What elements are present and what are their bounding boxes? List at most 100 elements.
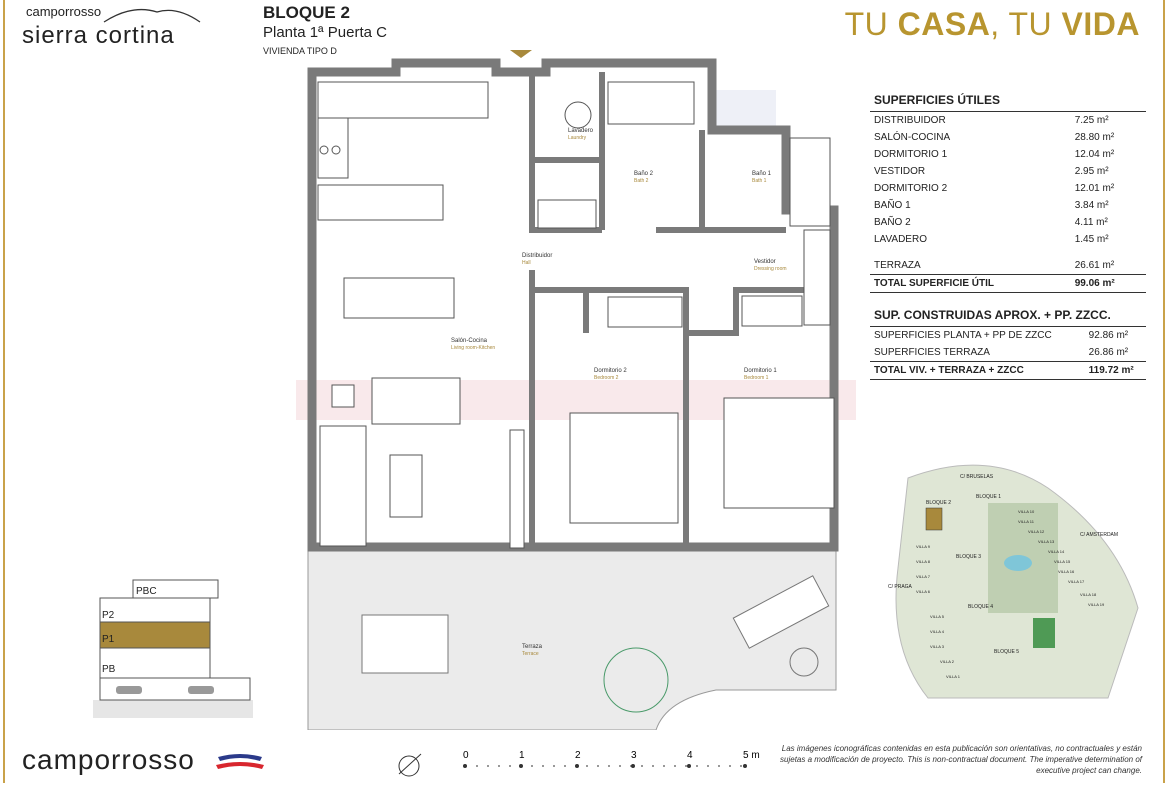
mountain-icon	[103, 8, 201, 23]
label-distribuidor: Distribuidor	[522, 253, 552, 259]
label-salon: Salón-Cocina	[451, 338, 488, 344]
highlighted-block	[925, 507, 943, 531]
bed-bedroom-2	[569, 412, 679, 524]
row-name: BAÑO 2	[874, 217, 911, 228]
street-label: C/ PRAGA	[888, 584, 913, 590]
row-value: 92.86 m²	[1088, 330, 1129, 341]
block-label: BLOQUE 3	[956, 554, 981, 560]
villa-label: VILLA 3	[930, 644, 945, 649]
label-terraza-en: Terrace	[522, 651, 539, 657]
villa-label: VILLA 14	[1048, 549, 1065, 554]
block-title: BLOQUE 2	[263, 3, 350, 22]
sun-lounger	[732, 575, 830, 649]
villa-label: VILLA 17	[1068, 579, 1085, 584]
scale-tick-label: 0	[463, 750, 469, 761]
shower-tray	[607, 81, 695, 125]
logo-small-text: camporrosso	[26, 4, 102, 19]
scale-tick-label: 2	[575, 750, 581, 761]
shower-tray	[789, 137, 831, 227]
row-value: 7.25 m²	[1074, 115, 1109, 126]
label-dorm1-en: Bedroom 1	[744, 375, 769, 381]
level-label: P2	[102, 610, 115, 621]
row-value: 26.61 m²	[1074, 260, 1115, 271]
scale-tick-label: 1	[519, 750, 525, 761]
block-label: BLOQUE 4	[968, 604, 993, 610]
page-border-frame	[3, 0, 1165, 783]
backdrop-brush	[716, 90, 776, 130]
entrance-arrow-icon	[510, 50, 532, 58]
villa-label: VILLA 1	[946, 674, 961, 679]
villa-label: VILLA 11	[1018, 519, 1035, 524]
wardrobe	[803, 229, 831, 326]
villa-label: VILLA 4	[930, 629, 945, 634]
row-name: VESTIDOR	[874, 166, 926, 177]
level-p1-highlight	[99, 621, 211, 649]
built-areas-table: SUP. CONSTRUIDAS APROX. + PP. ZZCC. SUPE…	[870, 305, 1146, 380]
useful-areas-title: SUPERFICIES ÚTILES	[870, 90, 1146, 112]
sports-court	[1033, 618, 1055, 648]
label-lavadero: Lavadero	[568, 128, 594, 134]
ground	[93, 700, 253, 718]
north-arrow-line	[398, 753, 422, 775]
pool	[1004, 555, 1032, 571]
street-label: C/ BRUSELAS	[960, 474, 994, 480]
table-row: DISTRIBUIDOR 7.25 m²	[870, 112, 1146, 130]
villa-label: VILLA 19	[1088, 602, 1105, 607]
tagline-part-4: VIDA	[1061, 6, 1140, 42]
scale-tick-label: 4	[687, 750, 693, 761]
terrace-table	[361, 614, 449, 674]
kitchen-counter-side	[317, 117, 349, 179]
level-label: PB	[102, 664, 116, 675]
villa-label: VILLA 7	[916, 574, 931, 579]
car-icon	[188, 686, 214, 694]
coffee-table	[389, 454, 423, 518]
logo-bottom-text: camporrosso	[22, 744, 195, 775]
scale-tick-label: 5 m	[743, 750, 760, 761]
row-name: LAVADERO	[874, 234, 927, 245]
interior-walls	[529, 72, 834, 547]
label-bano1-en: Bath 1	[752, 178, 767, 184]
villa-label: VILLA 9	[916, 544, 931, 549]
hob-icon	[331, 145, 341, 155]
plant-icon	[603, 647, 669, 713]
building-section: PBC P2 P1 PB	[93, 579, 253, 718]
site-plan-map: C/ BRUSELAS C/ AMSTERDAM C/ PRAGA BLOQUE…	[888, 464, 1139, 699]
dining-table	[343, 277, 455, 319]
total-label: TOTAL VIV. + TERRAZA + ZZCC	[870, 361, 1085, 380]
villa-label: VILLA 8	[916, 559, 931, 564]
north-arrow-icon	[398, 755, 420, 777]
useful-areas-table: SUPERFICIES ÚTILES DISTRIBUIDOR 7.25 m² S…	[870, 90, 1146, 293]
block-label: BLOQUE 2	[926, 500, 951, 506]
level-p2	[99, 597, 211, 623]
kitchen-counter	[317, 81, 489, 119]
sierra-cortina-logo: camporrosso sierra cortina	[22, 2, 202, 52]
camporrosso-logo: camporrosso	[22, 744, 266, 776]
label-salon-en: Living room-Kitchen	[451, 345, 495, 351]
row-name: DORMITORIO 1	[874, 149, 948, 160]
tv-unit	[509, 429, 525, 549]
disclaimer-text: Las imágenes iconográficas contenidas en…	[780, 744, 1142, 775]
row-value: 4.11 m²	[1074, 217, 1108, 228]
tagline-part-2: CASA	[897, 6, 991, 42]
row-name: DISTRIBUIDOR	[874, 115, 946, 126]
kitchen-island	[317, 184, 444, 221]
tagline: TU CASA, TU VIDA	[845, 6, 1140, 43]
floor-door: Planta 1ª Puerta C	[263, 24, 387, 41]
label-dorm1: Dormitorio 1	[744, 368, 777, 374]
scale-ticks	[463, 764, 747, 768]
armchair	[331, 384, 355, 408]
level-label: PBC	[136, 586, 157, 597]
total-label: TOTAL SUPERFICIE ÚTIL	[870, 274, 1071, 293]
row-value: 12.04 m²	[1074, 149, 1115, 160]
wardrobe	[607, 296, 683, 328]
label-distribuidor-en: Hall	[522, 260, 531, 266]
row-name: SALÓN-COCINA	[874, 132, 951, 143]
villa-label: VILLA 16	[1058, 569, 1075, 574]
